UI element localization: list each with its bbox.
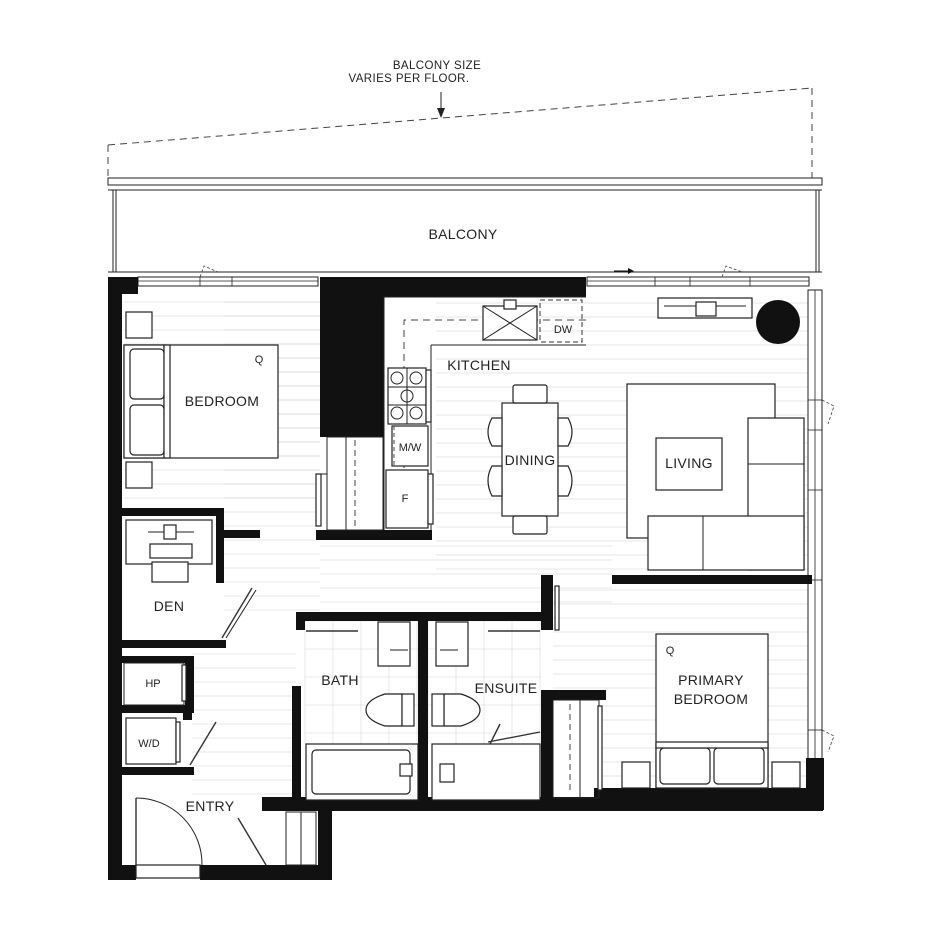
dishwasher-label: DW: [554, 324, 573, 336]
primary-bed: [621, 633, 801, 789]
room-label-balcony: BALCONY: [428, 226, 497, 242]
dining-table: [487, 384, 573, 535]
room-label-primary-bedroom-line2: BEDROOM: [674, 691, 748, 707]
pantry: [315, 436, 384, 531]
washer-dryer-label: W/D: [138, 738, 159, 750]
column: [756, 300, 800, 344]
room-label-entry: ENTRY: [186, 798, 235, 814]
sink: [482, 299, 538, 341]
microwave-label: M/W: [399, 442, 422, 454]
room-label-ensuite: ENSUITE: [475, 680, 538, 696]
room-label-living: LIVING: [665, 455, 713, 471]
tv-console: [657, 297, 753, 319]
stove: [387, 367, 427, 425]
balcony-outline: [107, 87, 813, 178]
hp-closet: [123, 662, 187, 706]
room-label-primary-bedroom-line1: PRIMARY: [678, 672, 744, 688]
balcony-note-line2: VARIES PER FLOOR.: [349, 73, 470, 85]
balcony-note-line1: BALCONY SIZE: [393, 60, 481, 72]
fridge-label: F: [402, 493, 409, 505]
fridge: [385, 469, 434, 529]
arrow-down-icon: [437, 108, 445, 118]
den-door: [221, 587, 257, 639]
walls: [108, 277, 824, 880]
room-label-den: DEN: [154, 598, 184, 614]
primary-closet: [552, 699, 603, 799]
bedroom-bed: [123, 311, 279, 489]
room-label-kitchen: KITCHEN: [447, 357, 511, 373]
bedroom-bed-size: Q: [255, 354, 264, 366]
living-furniture: [626, 383, 805, 571]
room-label-dining: DINING: [505, 452, 556, 468]
window-right: [807, 289, 835, 761]
heat-pump-label: HP: [145, 678, 160, 690]
entry-door: [135, 797, 317, 879]
wd-closet: [125, 717, 217, 766]
primary-bed-size: Q: [666, 645, 675, 657]
microwave: [391, 425, 429, 467]
ensuite-fixtures: [431, 621, 541, 801]
room-label-bedroom: BEDROOM: [185, 393, 259, 409]
room-label-bath: BATH: [321, 672, 359, 688]
den-desk: [125, 519, 213, 583]
balcony: [107, 177, 823, 273]
arrow-right-icon: [628, 268, 634, 274]
ensuite-door: [554, 585, 560, 631]
dishwasher: [539, 299, 583, 343]
bath-fixtures: [305, 621, 419, 801]
